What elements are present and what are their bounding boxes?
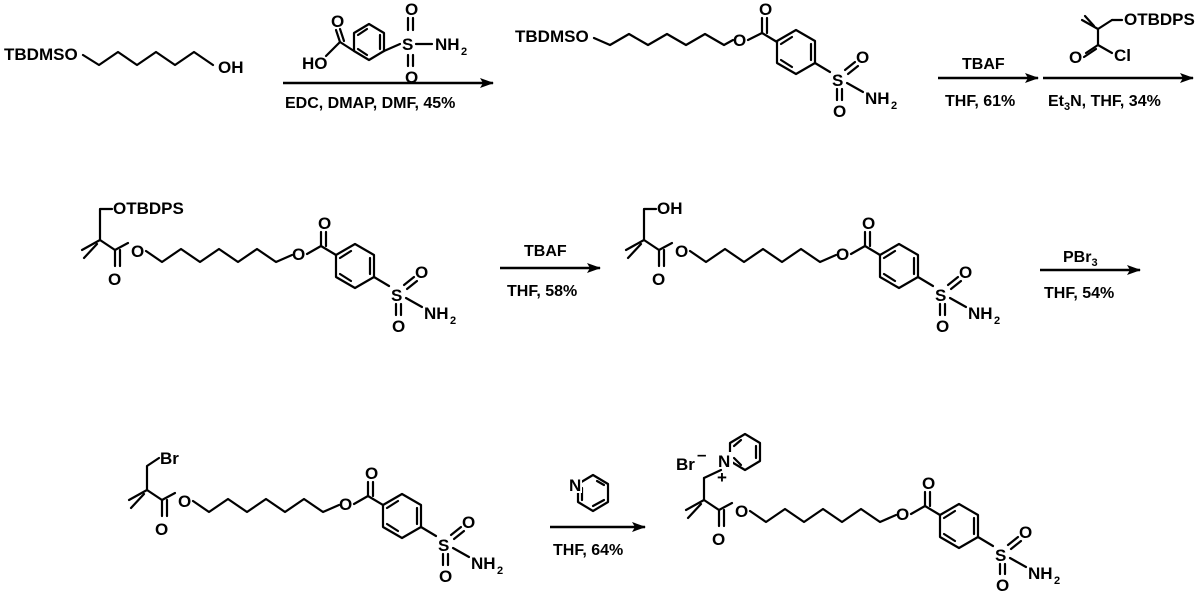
label-s-6: S xyxy=(995,546,1006,565)
reagent-acryloyl-chloride: OTBDPS O Cl xyxy=(1069,10,1195,67)
label-tbdmso-2: TBDMSO xyxy=(515,27,589,46)
label-br-minus: – xyxy=(697,445,706,464)
label-carbonyl-o-3a: O xyxy=(108,270,121,289)
label-br-5: Br xyxy=(160,449,179,468)
label-nh-3: NH xyxy=(424,304,449,323)
label-so-o-6b: O xyxy=(996,576,1009,595)
label-nh-sub-2: 2 xyxy=(891,100,897,112)
label-so-o-2a: O xyxy=(856,48,869,67)
label-ester-o-4a: O xyxy=(675,242,688,261)
label-oh: OH xyxy=(218,58,244,77)
label-s-3: S xyxy=(391,286,402,305)
label-carbonyl-o-5a: O xyxy=(155,520,168,539)
label-n-plus: + xyxy=(717,468,727,487)
compound-4-hydroxy-methacrylate: OH O O O O S O O NH 2 xyxy=(624,199,1000,336)
label-acid-ho: HO xyxy=(302,54,328,73)
label-ester-o-4b: O xyxy=(836,245,849,264)
label-acid-o-top: O xyxy=(405,0,418,19)
compound-3-tbdps-methacrylate: OTBDPS O O O O S O O NH 2 xyxy=(80,199,456,336)
label-s-2: S xyxy=(832,71,843,90)
label-carbonyl-o-2: O xyxy=(759,0,772,19)
label-carbonyl-o-4a: O xyxy=(652,270,665,289)
label-oh-4: OH xyxy=(657,199,683,218)
label-so-o-6a: O xyxy=(1019,523,1032,542)
label-cl: Cl xyxy=(1114,46,1131,65)
label-ester-o-3b: O xyxy=(292,245,305,264)
label-ester-o-6b: O xyxy=(896,505,909,524)
label-acid-nh: NH xyxy=(435,35,460,54)
label-br-6: Br xyxy=(676,455,695,474)
label-nh-sub-4: 2 xyxy=(994,315,1000,327)
step6-conditions: THF, 64% xyxy=(553,542,623,559)
reagent-pyridine: N xyxy=(568,473,610,513)
label-s-4: S xyxy=(935,286,946,305)
label-carbonyl-o-4b: O xyxy=(862,214,875,233)
compound-5-bromomethyl-methacrylate: Br O O O O S O O NH 2 xyxy=(127,449,503,586)
step5-conditions: THF, 54% xyxy=(1044,285,1114,302)
compound-2-tbdms-ester: TBDMSO O O S O O NH 2 xyxy=(515,0,897,121)
reagent-sulfamoylbenzoic-acid: O HO S O O NH 2 xyxy=(302,0,467,87)
label-ester-o-6a: O xyxy=(735,502,748,521)
reaction-step-6: THF, 64% xyxy=(550,522,646,559)
step2-reagent: TBAF xyxy=(962,56,1005,73)
label-acid-s: S xyxy=(402,35,413,54)
label-carbonyl-o-6a: O xyxy=(712,530,725,549)
reaction-step-1: EDC, DMAP, DMF, 45% xyxy=(283,78,494,112)
label-nh-5: NH xyxy=(471,554,496,573)
label-pyridine-n: N xyxy=(569,476,581,495)
label-otbdps-3: OTBDPS xyxy=(113,199,184,218)
step1-conditions: EDC, DMAP, DMF, 45% xyxy=(285,95,455,112)
label-acyl-o: O xyxy=(1069,48,1082,67)
label-tbdmso: TBDMSO xyxy=(4,45,78,64)
label-ester-o-3a: O xyxy=(131,242,144,261)
label-ester-o-2: O xyxy=(733,31,746,50)
label-so-o-4b: O xyxy=(936,317,949,336)
reaction-step-3: Et3N, THF, 34% xyxy=(1043,73,1194,113)
label-acid-o: O xyxy=(331,12,344,31)
label-nh-2: NH xyxy=(865,89,890,108)
label-nh-sub-3: 2 xyxy=(450,315,456,327)
label-so-o-2b: O xyxy=(833,102,846,121)
reaction-step-4: TBAF THF, 58% xyxy=(500,243,601,300)
label-so-o-5b: O xyxy=(439,567,452,586)
step4-reagent: TBAF xyxy=(524,243,567,260)
step2-conditions: THF, 61% xyxy=(945,93,1015,110)
step5-reagent: PBr3 xyxy=(1063,249,1098,269)
label-carbonyl-o-5b: O xyxy=(365,464,378,483)
label-pyridinium-n: N xyxy=(718,452,730,471)
label-ester-o-5a: O xyxy=(178,492,191,511)
label-nh-sub-5: 2 xyxy=(497,565,503,577)
label-s-5: S xyxy=(438,536,449,555)
reaction-step-5: PBr3 THF, 54% xyxy=(1040,249,1141,302)
label-so-o-5a: O xyxy=(462,513,475,532)
label-carbonyl-o-3b: O xyxy=(318,214,331,233)
label-acid-nh-sub: 2 xyxy=(461,46,467,58)
label-ester-o-5b: O xyxy=(339,495,352,514)
step4-conditions: THF, 58% xyxy=(507,283,577,300)
label-so-o-4a: O xyxy=(959,263,972,282)
step3-conditions: Et3N, THF, 34% xyxy=(1048,93,1161,113)
label-nh-sub-6: 2 xyxy=(1054,575,1060,587)
reaction-step-2: TBAF THF, 61% xyxy=(938,56,1039,110)
label-nh-6: NH xyxy=(1028,564,1053,583)
compound-1-tbdms-hexanol: TBDMSO OH xyxy=(4,45,244,77)
label-carbonyl-o-6b: O xyxy=(922,474,935,493)
compound-6-pyridinium-bromide: Br – N + O O O O S O O xyxy=(676,432,1060,595)
label-so-o-3b: O xyxy=(392,317,405,336)
label-so-o-3a: O xyxy=(415,263,428,282)
label-nh-4: NH xyxy=(968,304,993,323)
label-otbdps-reagent: OTBDPS xyxy=(1124,10,1195,29)
